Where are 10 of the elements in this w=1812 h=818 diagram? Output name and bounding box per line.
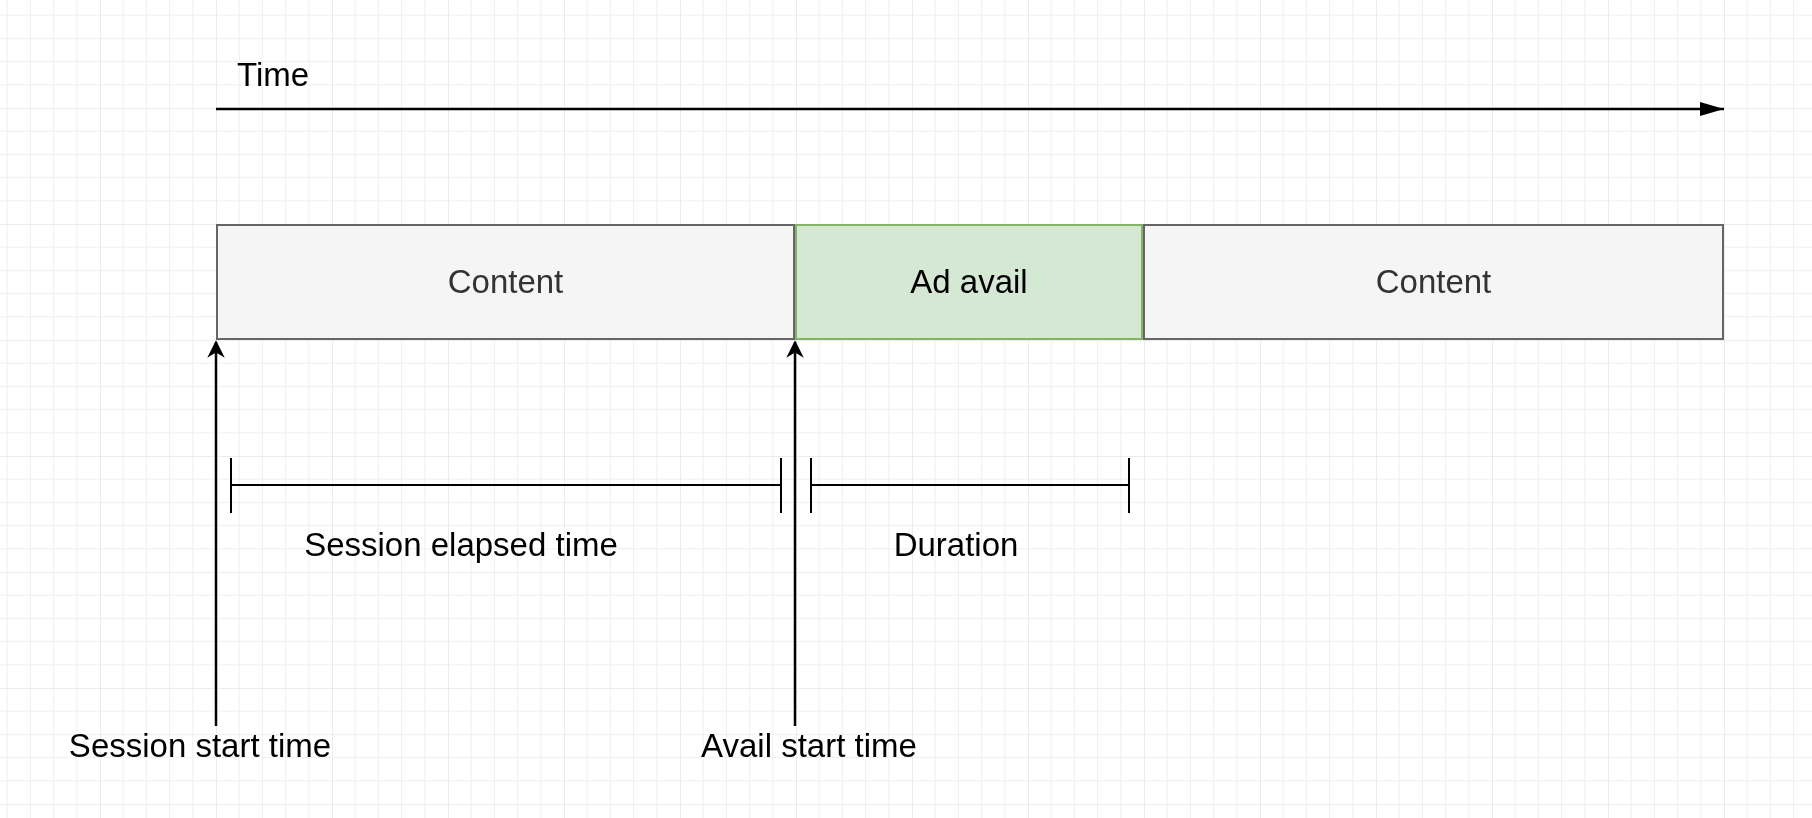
arrow	[207, 340, 225, 726]
dimension-label: Session elapsed time	[304, 526, 618, 564]
dimension-label: Duration	[893, 526, 1019, 564]
arrow	[786, 340, 804, 726]
axis-title: Time	[237, 56, 310, 94]
content-segment: Content	[216, 224, 795, 340]
content-segment: Content	[1143, 224, 1724, 340]
avail-start-label: Avail start time	[701, 728, 917, 764]
ad-avail-segment: Ad avail	[795, 224, 1143, 340]
session-start-label: Session start time	[68, 728, 332, 764]
